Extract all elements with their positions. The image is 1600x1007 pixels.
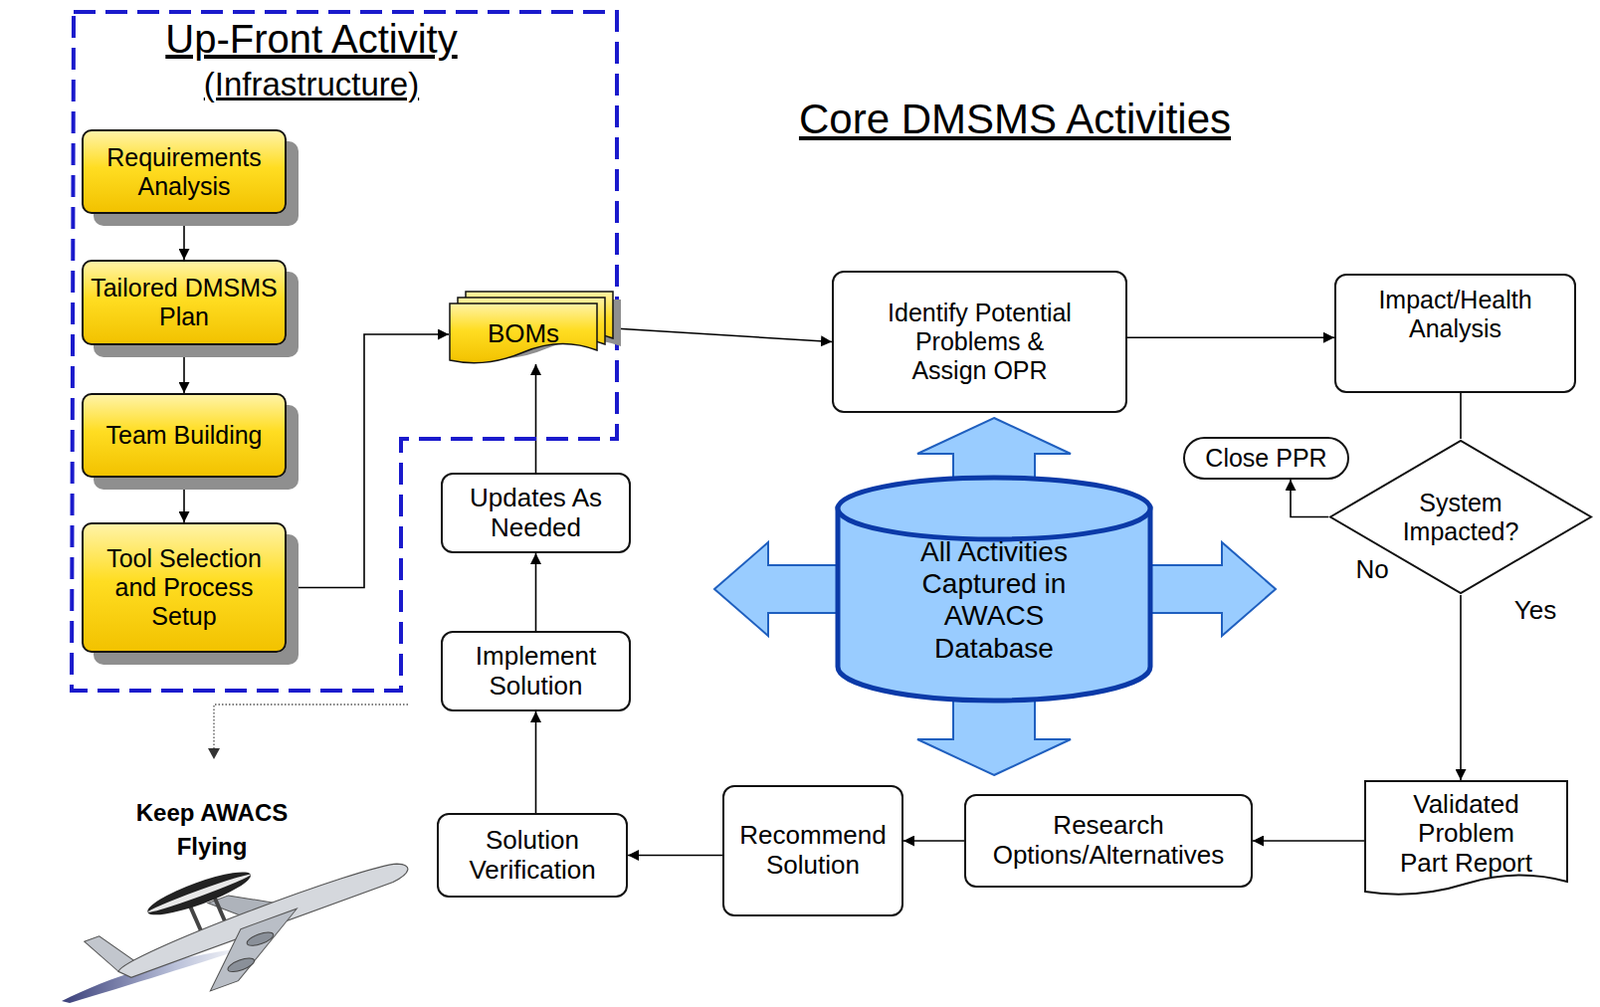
node-text: Tailored DMSMS Plan (86, 273, 282, 332)
process-box: Recommend Solution (722, 785, 904, 917)
region-heading: (Infrastructure) (69, 65, 554, 104)
process-box: Research Options/Alternatives (964, 794, 1253, 888)
flow-arrow (1459, 595, 1462, 781)
rotodome (144, 864, 255, 923)
rotodome-band (146, 871, 251, 915)
node-text: Identify Potential Problems & Assign OPR (880, 298, 1080, 385)
node-text: BOMs (487, 319, 560, 350)
near-wing (194, 908, 314, 992)
awacs-airplane (78, 812, 424, 1007)
flow-arrow (535, 364, 538, 473)
caption-label: Keep AWACS Flying (107, 796, 317, 863)
process-box: Team Building (81, 393, 287, 478)
engine (225, 955, 256, 975)
engine (245, 929, 276, 949)
database-cylinder: All Activities Captured in AWACS Databas… (834, 474, 1154, 704)
flow-arrow (1252, 839, 1365, 842)
diagram-title: Core DMSMS Activities (766, 95, 1264, 144)
flow-arrow (183, 213, 186, 260)
terminator-box: Close PPR (1183, 436, 1350, 480)
flow-arrow (183, 477, 186, 523)
flow-arrow (1290, 479, 1329, 518)
node-text: Research Options/Alternatives (970, 810, 1247, 871)
document-border (1365, 781, 1568, 895)
node-text: All Activities Captured in AWACS Databas… (902, 536, 1087, 665)
process-box: Identify Potential Problems & Assign OPR (831, 270, 1128, 413)
node-text: Team Building (105, 420, 262, 450)
diamond-border (1330, 440, 1592, 594)
region-heading: Up-Front Activity (69, 15, 554, 62)
node-text: Impact/Health Analysis (1340, 285, 1571, 344)
fuselage (114, 854, 411, 981)
node-text: Close PPR (1204, 443, 1327, 473)
node-text: Recommend Solution (728, 820, 898, 881)
process-box: Tailored DMSMS Plan (81, 259, 287, 346)
dotted-leader (213, 704, 408, 749)
cylinder-body (837, 508, 1151, 701)
flow-arrow (1127, 336, 1335, 339)
process-box: Impact/Health Analysis (1334, 273, 1577, 394)
process-box: Implement Solution (440, 630, 631, 712)
cylinder-top (837, 477, 1151, 540)
node-text: Tool Selection and Process Setup (86, 544, 282, 630)
document-stack: BOMs (448, 302, 599, 367)
branch-label: No (1353, 554, 1391, 586)
node-text: Solution Verification (442, 825, 622, 886)
node-text: Implement Solution (446, 641, 625, 702)
branch-label: Yes (1512, 595, 1559, 626)
process-box: Updates As Needed (440, 472, 631, 554)
flow-arrow (286, 334, 449, 589)
flow-arrow (183, 345, 186, 394)
flow-arrow (1459, 393, 1462, 439)
node-text: System Impacted? (1391, 488, 1531, 547)
flow-arrow (903, 839, 965, 842)
flow-arrow (627, 854, 723, 857)
node-text: Updates As Needed (446, 483, 625, 544)
process-box: Requirements Analysis (81, 129, 287, 214)
process-box: Solution Verification (436, 812, 628, 898)
flow-arrow (613, 328, 832, 343)
document-box: Validated Problem Part Report (1364, 780, 1569, 898)
dashed-region: Up-Front Activity(Infrastructure) Require… (69, 9, 619, 695)
node-text: Requirements Analysis (86, 143, 282, 201)
node-text: Validated Problem Part Report (1394, 790, 1539, 877)
stack-page (449, 303, 598, 364)
flow-arrow (535, 711, 538, 813)
process-box: Tool Selection and Process Setup (81, 522, 287, 653)
flow-arrow (535, 553, 538, 631)
leader-arrowhead (207, 748, 220, 760)
